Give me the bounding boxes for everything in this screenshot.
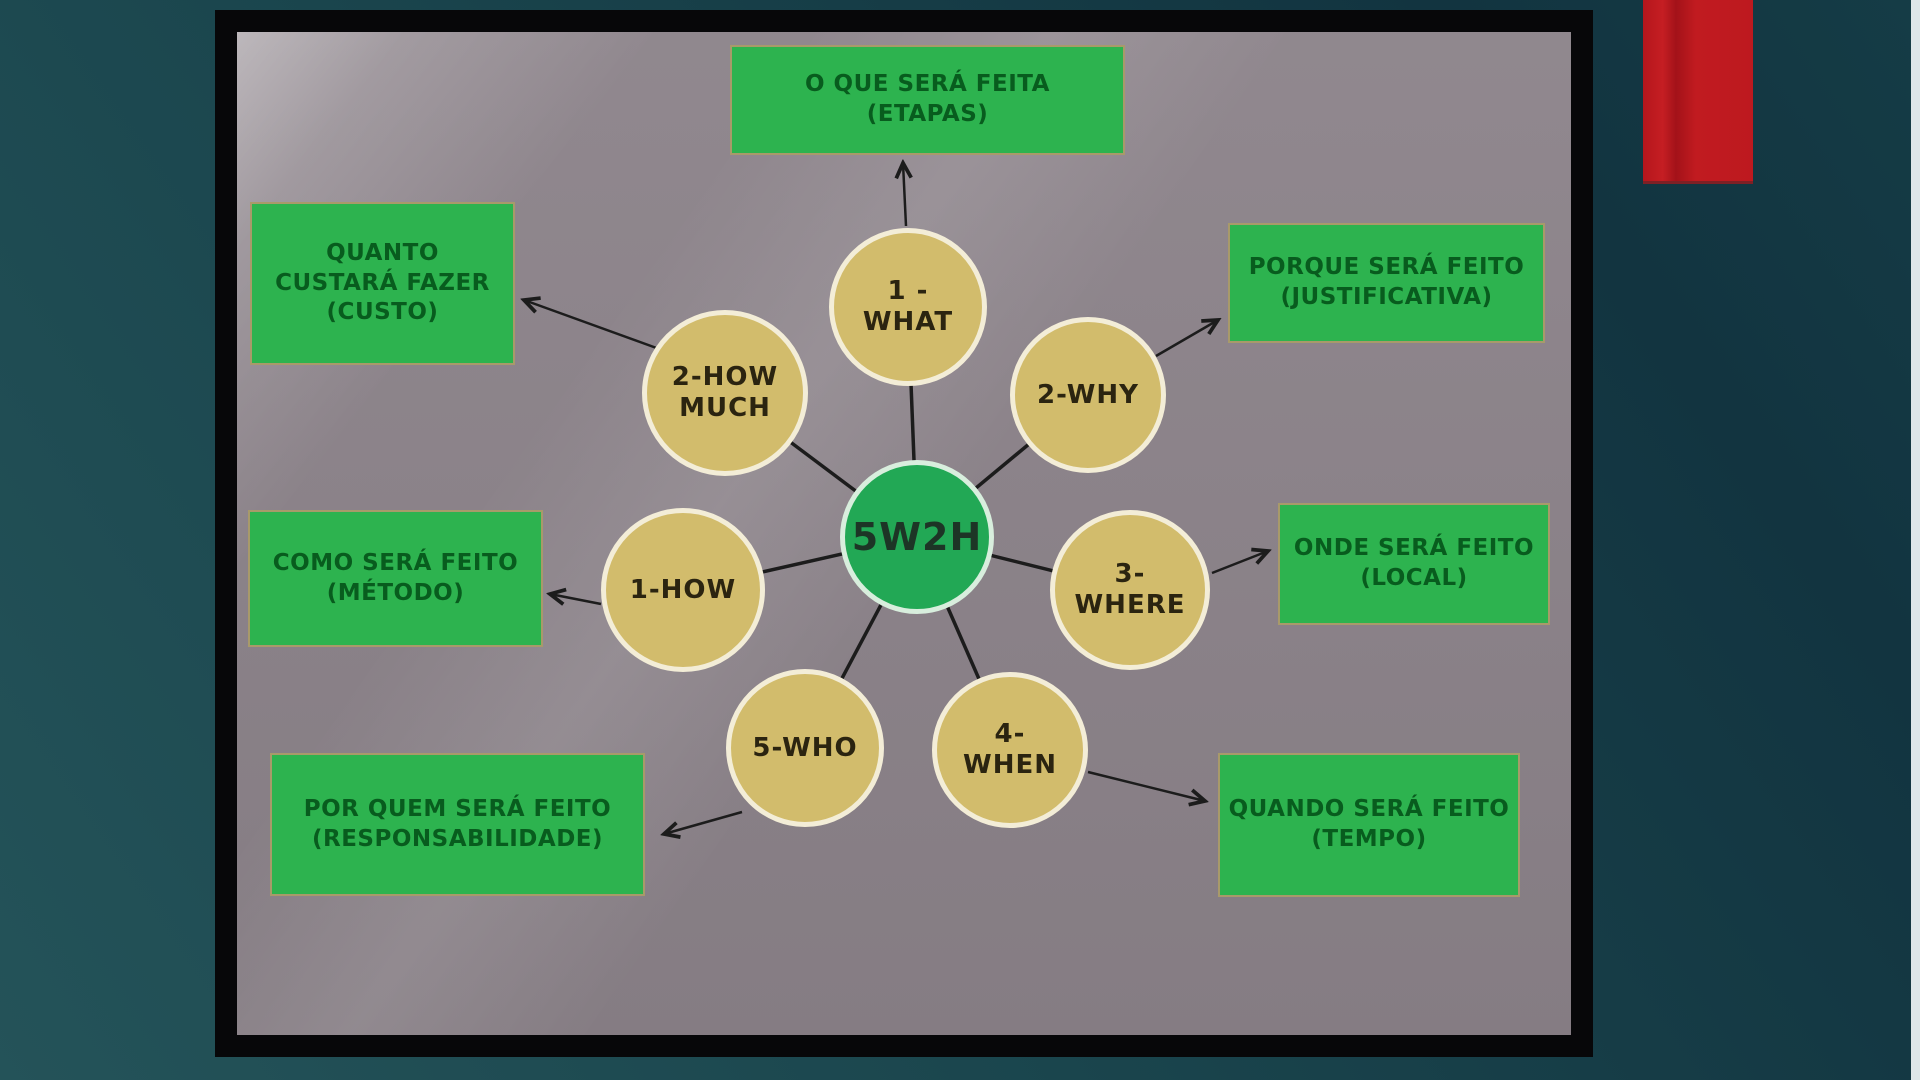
circle-who: 5-WHO: [726, 669, 884, 827]
circle-what: 1 - WHAT: [829, 228, 987, 386]
circle-where: 3- WHERE: [1050, 510, 1210, 670]
circle-how-much: 2-HOW MUCH: [642, 310, 808, 476]
circle-how-much-line1: 2-HOW: [671, 362, 779, 393]
circle-who-line1: 5-WHO: [752, 732, 858, 763]
box-quando-sera-feito: QUANDO SERÁ FEITO (TEMPO): [1218, 753, 1520, 897]
box-por-quem-sera-feito: POR QUEM SERÁ FEITO (RESPONSABILIDADE): [270, 753, 645, 896]
box-how-much-line2: CUSTARÁ FAZER: [275, 269, 490, 296]
box-where-line2: (LOCAL): [1360, 565, 1468, 591]
circle-where-line1: 3-: [1114, 559, 1146, 590]
circle-why: 2-WHY: [1010, 317, 1166, 473]
circle-how-much-line2: MUCH: [679, 393, 771, 423]
circle-why-line1: 2-WHY: [1037, 379, 1139, 410]
box-who-line1: POR QUEM SERÁ FEITO: [303, 795, 612, 822]
box-when-line2: (TEMPO): [1311, 826, 1427, 852]
box-how-much-line3: (CUSTO): [326, 299, 439, 326]
circle-when-line1: 4-: [994, 719, 1026, 750]
box-how-line2: (MÉTODO): [326, 579, 465, 606]
box-o-que-sera-feita: O QUE SERÁ FEITA (ETAPAS): [730, 45, 1125, 155]
box-who-line2: (RESPONSABILIDADE): [311, 825, 604, 852]
box-how-line1: COMO SERÁ FEITO: [272, 549, 519, 576]
circle-how-line1: 1-HOW: [629, 574, 737, 605]
hub-circle-5w2h: 5W2H: [840, 460, 994, 614]
box-onde-sera-feito: ONDE SERÁ FEITO (LOCAL): [1278, 503, 1550, 625]
circle-what-line1: 1 -: [887, 276, 929, 307]
circle-when-line2: WHEN: [963, 750, 1057, 780]
box-what-line2: (ETAPAS): [866, 101, 989, 127]
circle-when: 4- WHEN: [932, 672, 1088, 828]
box-why-line2: (JUSTIFICATIVA): [1280, 284, 1493, 310]
red-accent-tab: [1643, 0, 1753, 184]
box-quanto-custara-fazer: QUANTO CUSTARÁ FAZER (CUSTO): [250, 202, 515, 365]
box-what-line1: O QUE SERÁ FEITA: [805, 71, 1050, 98]
hub-label: 5W2H: [851, 514, 983, 559]
circle-where-line2: WHERE: [1074, 590, 1186, 620]
circle-what-line2: WHAT: [862, 307, 954, 337]
box-how-much-line1: QUANTO: [326, 239, 439, 266]
box-where-line1: ONDE SERÁ FEITO: [1293, 535, 1535, 562]
box-when-line1: QUANDO SERÁ FEITO: [1228, 796, 1510, 823]
box-porque-sera-feito: PORQUE SERÁ FEITO (JUSTIFICATIVA): [1228, 223, 1545, 343]
circle-how: 1-HOW: [601, 508, 765, 672]
box-como-sera-feito: COMO SERÁ FEITO (MÉTODO): [248, 510, 543, 647]
page-edge-strip: [1911, 0, 1920, 1080]
box-why-line1: PORQUE SERÁ FEITO: [1248, 254, 1525, 281]
